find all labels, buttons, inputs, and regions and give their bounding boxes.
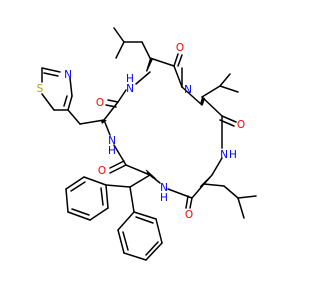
bond — [105, 184, 131, 188]
atom-label-hydrogen: H — [126, 73, 134, 85]
bond — [67, 211, 91, 221]
bond — [63, 95, 68, 107]
bond — [237, 197, 245, 219]
bond — [65, 188, 69, 213]
wedge-bond — [101, 120, 107, 124]
atom-label-hydrogen: H — [160, 192, 168, 204]
bond — [221, 115, 237, 123]
bond — [155, 218, 163, 244]
bond — [105, 104, 117, 108]
wedge-bond — [146, 58, 153, 72]
atom-label-hydrogen: H — [108, 145, 116, 157]
bond — [67, 95, 73, 111]
bond — [191, 183, 205, 199]
wedge-bond — [200, 97, 205, 105]
bond — [70, 181, 86, 192]
bond — [201, 96, 223, 117]
bond — [71, 208, 90, 216]
bond — [129, 174, 151, 188]
bond — [109, 164, 127, 174]
atom-label-hydrogen: H — [229, 149, 237, 161]
bond — [43, 72, 59, 77]
bond — [189, 197, 193, 209]
bond — [69, 77, 73, 97]
bond — [145, 241, 159, 256]
bond — [173, 53, 179, 67]
bond — [109, 160, 125, 169]
atom-label-nitrogen: N — [108, 135, 116, 147]
bond — [135, 71, 151, 85]
bond — [133, 211, 157, 220]
bond — [113, 27, 125, 43]
bond — [141, 41, 151, 59]
bond — [135, 216, 154, 224]
bond — [123, 252, 147, 261]
bond — [103, 119, 111, 136]
hashed-bond — [199, 176, 211, 188]
atom-label-layer: O O O O O N H N N H N H N H S N — [37, 42, 245, 221]
atom-label-oxygen: O — [185, 209, 193, 221]
bond — [100, 187, 104, 206]
atom-label-sulfur: S — [37, 83, 44, 95]
hashed-bond — [145, 169, 157, 180]
bond — [113, 144, 127, 166]
bond — [103, 101, 119, 121]
molecule-structure: O O O O O N H N N H N H N H S N — [37, 27, 257, 261]
bond — [129, 186, 135, 213]
atom-label-nitrogen: N — [64, 69, 72, 81]
bond — [237, 195, 257, 199]
bond — [41, 67, 61, 73]
bond — [223, 185, 239, 199]
stereo-bond-layer — [101, 58, 211, 188]
bond — [117, 89, 127, 103]
bond — [117, 211, 135, 231]
bond — [177, 54, 183, 67]
atom-label-nitrogen: N — [126, 83, 134, 95]
bond — [181, 86, 203, 106]
bond — [203, 183, 225, 187]
bond — [79, 119, 105, 125]
atom-label-nitrogen: N — [160, 182, 168, 194]
bond — [67, 109, 81, 125]
bond — [83, 176, 107, 186]
bond — [201, 85, 221, 98]
atom-label-oxygen: O — [98, 165, 106, 177]
bond — [219, 85, 239, 93]
bond — [89, 207, 109, 221]
atom-label-oxygen: O — [96, 97, 104, 109]
bond — [115, 41, 125, 59]
bond — [167, 188, 193, 199]
bond — [122, 231, 129, 251]
bond — [211, 157, 223, 176]
bond — [65, 176, 85, 190]
bond — [145, 242, 163, 261]
bond — [173, 65, 183, 88]
bond — [107, 99, 119, 103]
atom-label-oxygen: O — [176, 42, 184, 54]
bond — [185, 195, 189, 209]
bond — [117, 229, 125, 254]
atom-label-nitrogen: N — [220, 149, 228, 161]
bond — [41, 93, 55, 111]
bond — [219, 73, 231, 87]
bond — [105, 184, 109, 209]
bond — [149, 57, 175, 67]
atom-label-oxygen: O — [237, 119, 245, 131]
bond — [125, 164, 151, 176]
bond-layer — [41, 27, 257, 261]
atom-label-nitrogen: N — [184, 84, 192, 96]
